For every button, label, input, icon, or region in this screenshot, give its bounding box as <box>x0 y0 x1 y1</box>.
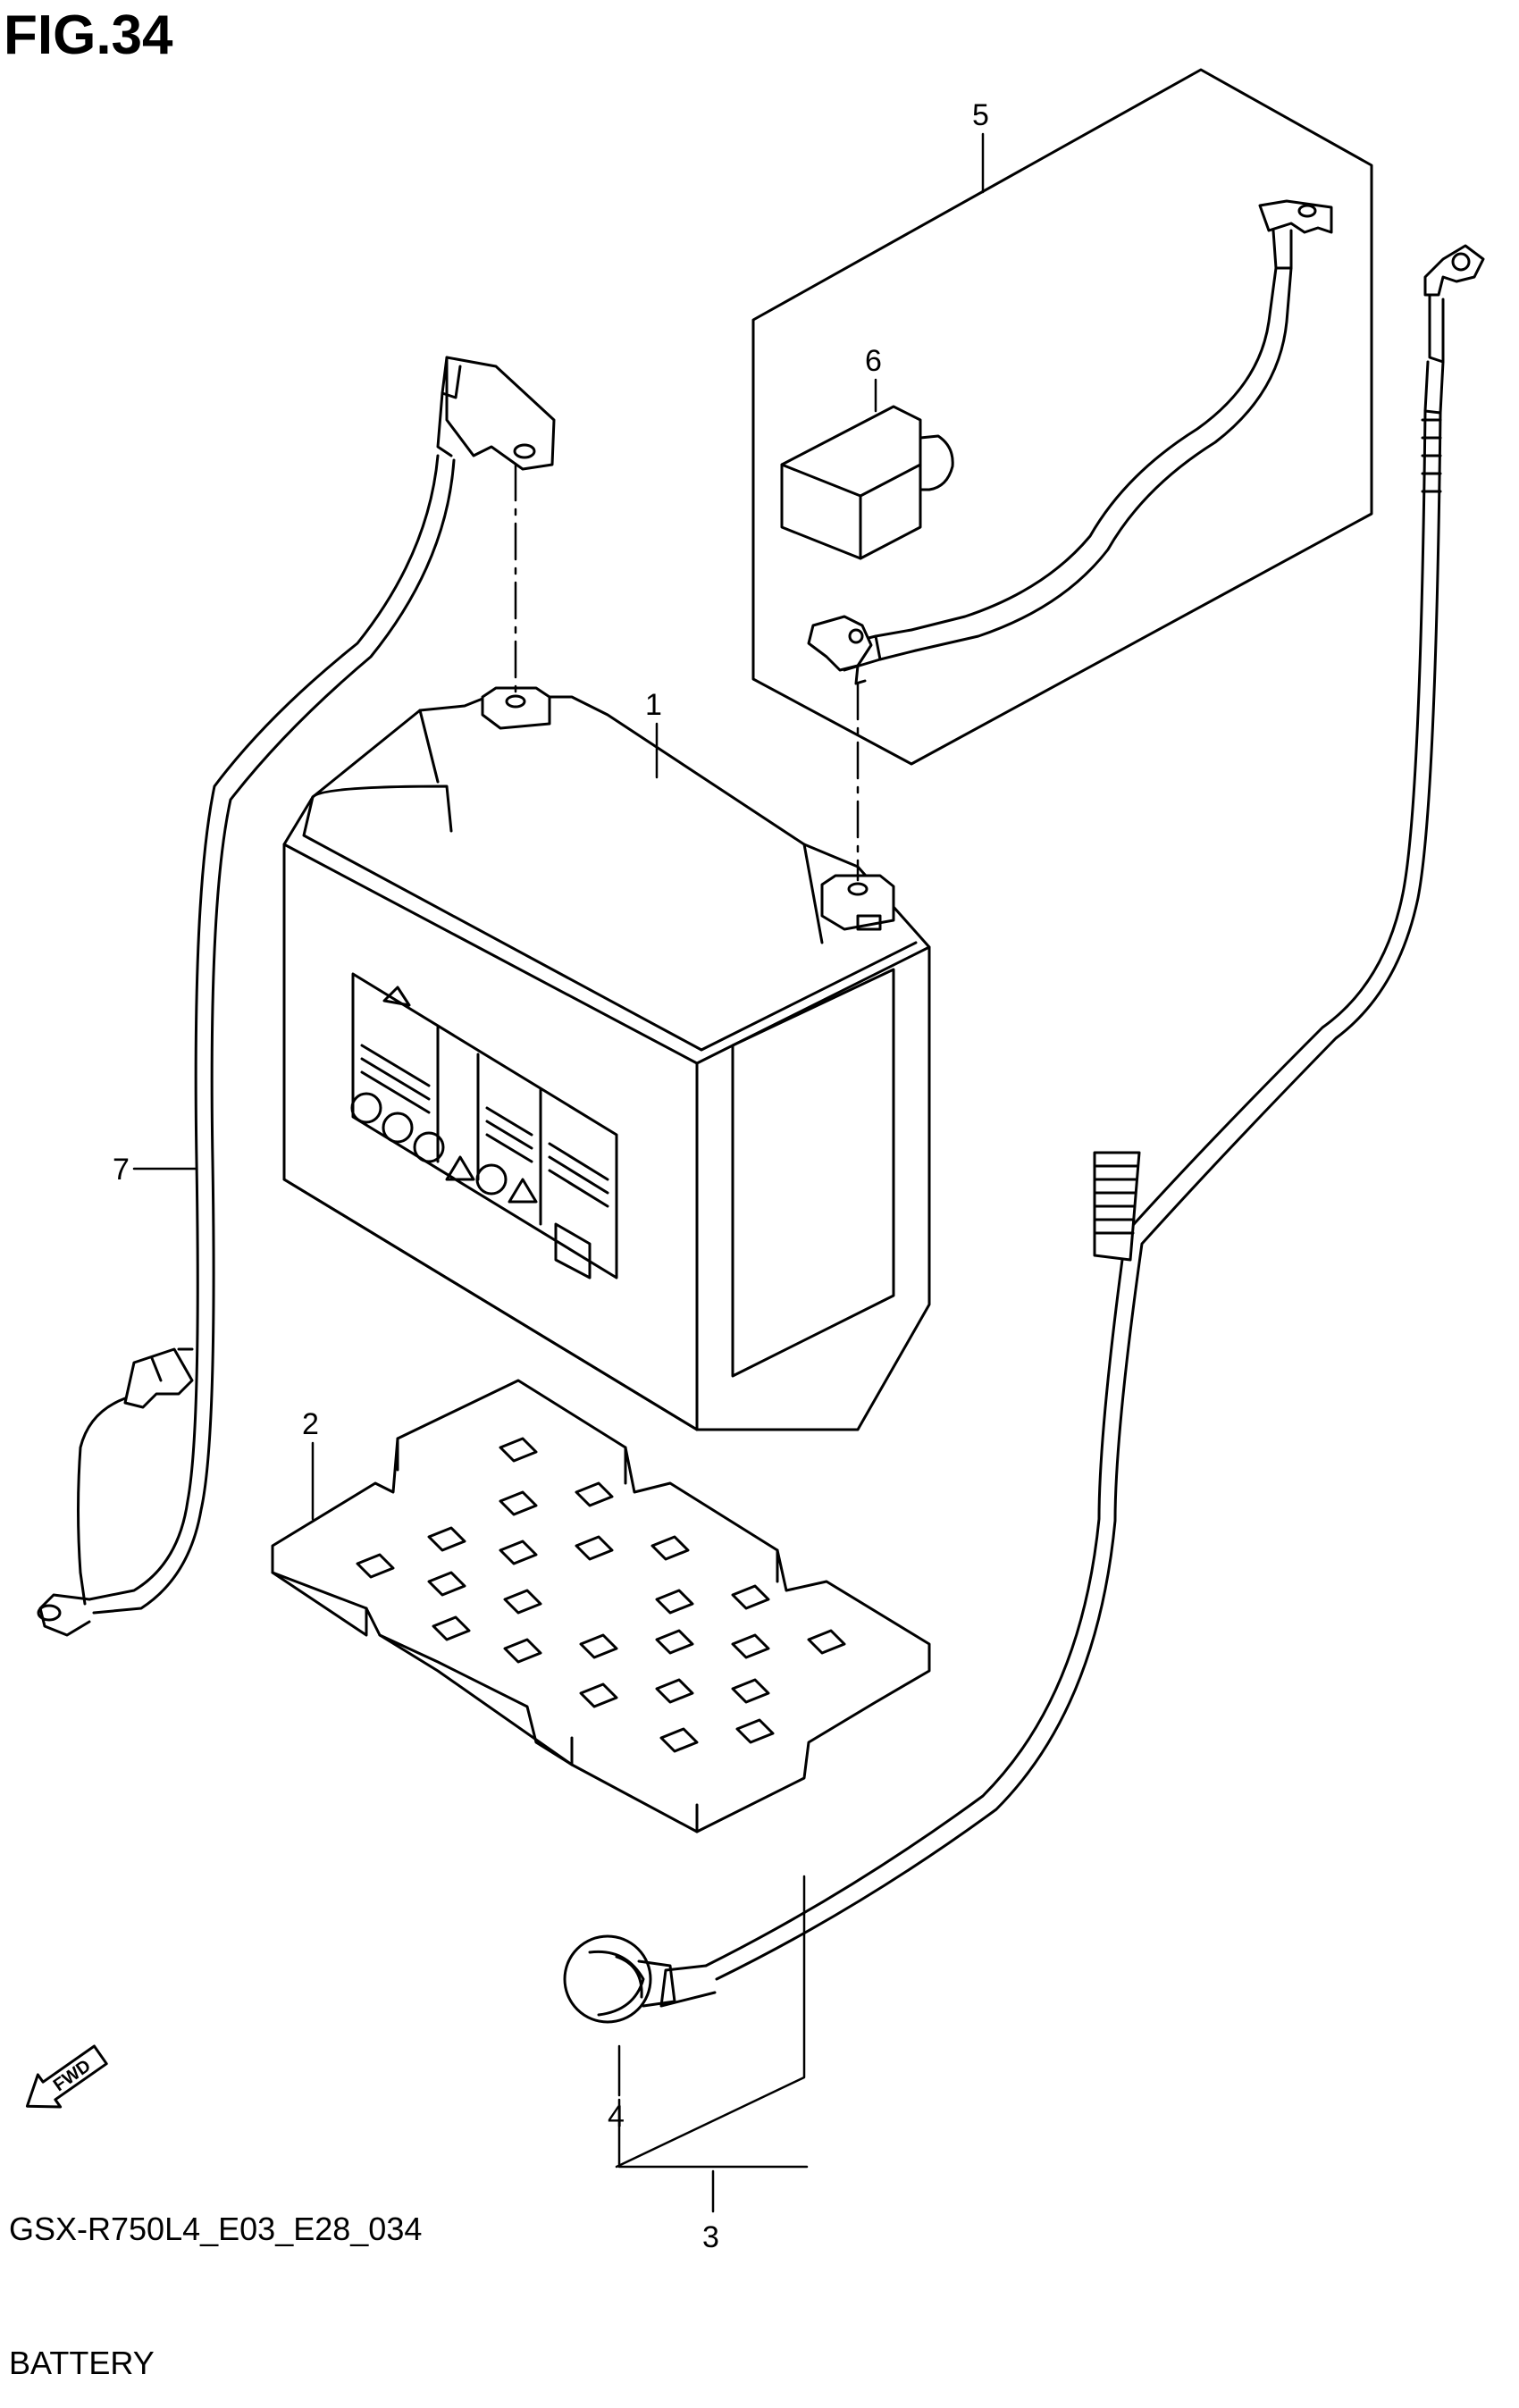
figure-code: GSX-R750L4_E03_E28_034 <box>9 2211 423 2247</box>
battery-1 <box>282 686 931 1431</box>
figure-title: FIG.34 <box>4 4 173 66</box>
callout-2: 2 <box>302 1407 319 1441</box>
battery-cable-3 <box>659 244 1485 2008</box>
callout-1: 1 <box>645 688 662 722</box>
tray-slots <box>356 1437 846 1753</box>
callout-6: 6 <box>865 344 882 378</box>
figure-name: BATTERY <box>9 2345 155 2381</box>
callout-3: 3 <box>702 2220 719 2254</box>
terminal-boot-4 <box>563 1934 676 2024</box>
battery-tray-2 <box>271 1379 931 1833</box>
leader-lines <box>132 132 985 2213</box>
kit-box-5 <box>751 68 1373 766</box>
terminal-cover-6 <box>780 405 954 560</box>
battery-cable-7 <box>37 356 556 1637</box>
callout-5: 5 <box>972 98 989 132</box>
battery-cable-5 <box>807 199 1333 685</box>
callout-7: 7 <box>113 1153 130 1187</box>
fwd-arrow-icon: FWD <box>25 2044 108 2109</box>
callout-4: 4 <box>608 2100 625 2134</box>
